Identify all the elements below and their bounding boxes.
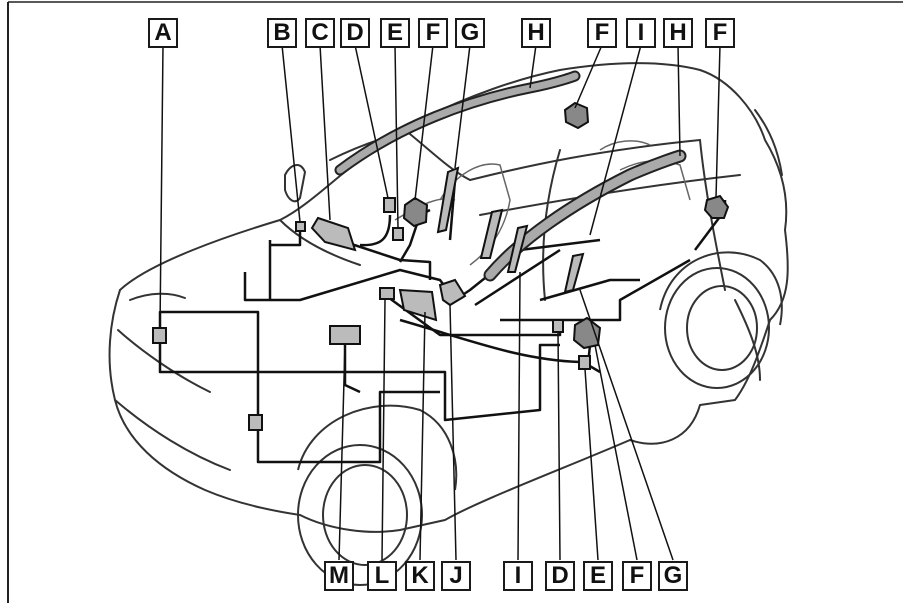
seatbelt-retractor-F-rear [572,316,602,350]
label-M-bottom: M [324,561,354,591]
label-I-top: I [626,18,656,48]
front-sensor-A-upper [152,327,167,344]
seat-airbag-I-front [506,224,529,273]
side-sensor-E-rear [578,355,591,370]
airbag-ecu-M [329,325,361,345]
rear-wheel-inner [686,285,758,371]
front-wheel-inner [322,464,408,566]
label-D-top: D [340,18,370,48]
seatbelt-retractor-F-upper [563,101,590,130]
side-sensor-E-front [392,227,404,241]
label-L-bottom: L [367,561,397,591]
front-wheel-outer [297,444,423,586]
seatbelt-retractor-F-front [402,196,429,228]
label-F-bottom: F [622,561,652,591]
side-airbag-G-front [436,166,460,234]
knee-airbag-J [438,278,467,307]
label-H-top-right: H [663,18,693,48]
label-D-bottom: D [545,561,575,591]
front-sensor-A-lower [248,414,263,431]
curtain-airbag-left [334,70,581,176]
front-wheel-arch [297,404,458,491]
wheels [297,251,783,586]
label-F-top-middle: F [587,18,617,48]
rear-wheel-outer [664,267,770,389]
front-passenger-sensor-B [295,221,306,232]
steering-airbag-K [398,288,438,322]
label-F-top-right: F [705,18,735,48]
rear-wheel-arch [659,251,783,326]
passenger-airbag-C [310,216,357,252]
label-I-bottom: I [503,561,533,591]
label-A-top: A [148,18,178,48]
seatbelt-retractor-F-rightside [703,194,730,219]
label-G-bottom: G [658,561,688,591]
label-K-bottom: K [405,561,435,591]
label-E-top: E [380,18,410,48]
label-B-top: B [267,18,297,48]
label-J-bottom: J [441,561,471,591]
label-F-top: F [418,18,448,48]
label-G-top: G [455,18,485,48]
label-H-top-left: H [521,18,551,48]
side-sensor-D-rear [552,319,564,333]
components [152,101,730,431]
label-E-bottom: E [583,561,613,591]
side-sensor-D-front [383,197,396,213]
sensor-L [379,287,395,300]
leader-lines [159,44,721,561]
side-airbag-G-rear [563,252,585,294]
label-C-top: C [305,18,335,48]
seat-airbag-I-rear [479,208,504,259]
